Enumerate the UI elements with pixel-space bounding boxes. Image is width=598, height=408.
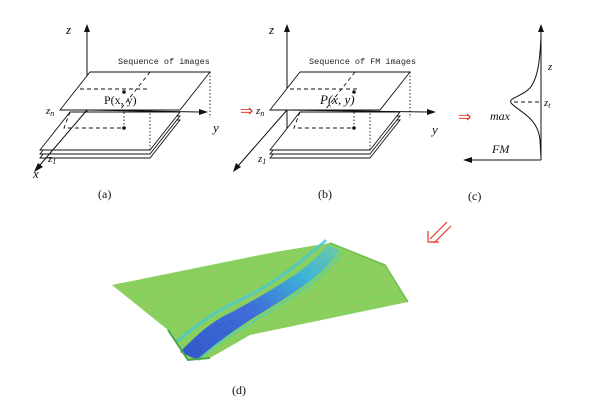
panel-c-fm-label: FM bbox=[491, 142, 510, 156]
panel-b-z1-label: z1 bbox=[257, 153, 266, 166]
panel-c-zt-label: zt bbox=[543, 97, 551, 110]
panel-a-zn-label: zn bbox=[45, 105, 54, 118]
panel-c-z-label: z bbox=[547, 61, 553, 73]
panel-c-focus-curve bbox=[510, 35, 542, 159]
panel-b-point-label: P(x, y) bbox=[319, 92, 355, 107]
panel-b-zn-label: zn bbox=[255, 105, 264, 118]
panel-a-caption: (a) bbox=[98, 187, 111, 201]
arrow-c-to-d bbox=[427, 221, 452, 244]
panel-b-z-label: z bbox=[268, 22, 274, 37]
panel-b: z y Sequence of FM images P(x, y) zn z1 … bbox=[233, 22, 438, 201]
panel-a-z-label: z bbox=[65, 22, 71, 37]
panel-a-y-label: y bbox=[211, 120, 219, 135]
panel-d-reconstruction: (d) bbox=[112, 238, 409, 397]
panel-a-sequence-label: Sequence of images bbox=[118, 57, 210, 67]
panel-c: z FM zt max (c) bbox=[463, 24, 553, 203]
panel-d-caption: (d) bbox=[232, 383, 246, 397]
panel-b-y-label: y bbox=[430, 122, 438, 137]
panel-a-z1-label: z1 bbox=[47, 153, 56, 166]
panel-c-max-label: max bbox=[490, 109, 511, 123]
arrow-b-to-c: ⇒ bbox=[458, 107, 471, 126]
panel-a-point-label: P(x, y) bbox=[104, 93, 137, 107]
panel-a: z y x Sequence of images P(x, y) zn z1 (… bbox=[32, 22, 219, 201]
panel-b-sequence-label: Sequence of FM images bbox=[309, 57, 416, 67]
panel-c-caption: (c) bbox=[468, 189, 481, 203]
arrow-a-to-b: ⇒ bbox=[240, 101, 253, 120]
panel-b-caption: (b) bbox=[318, 187, 332, 201]
panel-a-x-label: x bbox=[32, 166, 39, 181]
